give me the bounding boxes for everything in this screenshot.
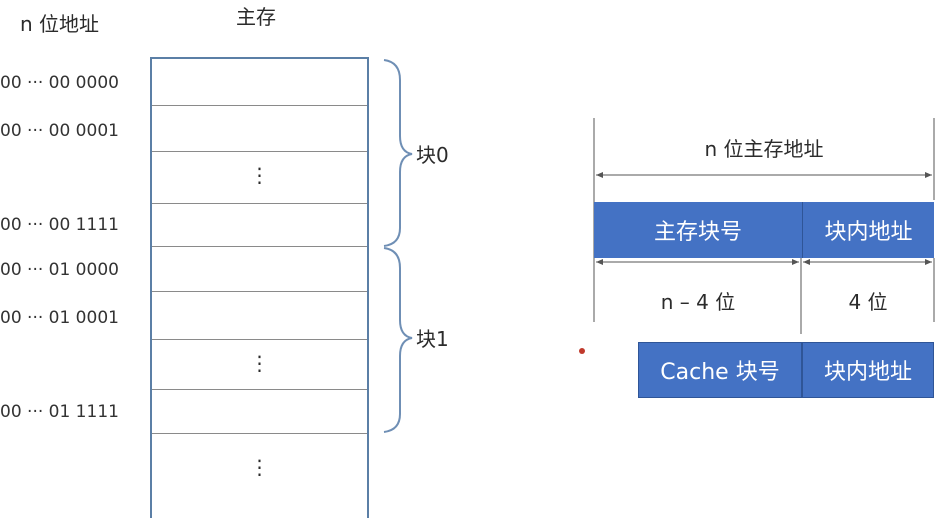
- high-bits-label: n – 4 位: [660, 290, 736, 314]
- arrow-head: [792, 259, 799, 265]
- low-bits-label: 4 位: [848, 290, 888, 314]
- memory-ellipsis: ⋮: [249, 455, 270, 479]
- block1-label: 块1: [416, 327, 449, 351]
- arrow-head: [803, 259, 810, 265]
- total-address-label: n 位主存地址: [704, 137, 824, 161]
- block0-label: 块0: [416, 143, 449, 167]
- address-label: 00 ··· 01 0001: [0, 308, 119, 328]
- main-memory-column: ⋮ ⋮ ⋮: [150, 57, 369, 518]
- address-label: 00 ··· 01 1111: [0, 402, 119, 422]
- in-block-address-field: 块内地址: [802, 202, 934, 258]
- memory-row-divider: [152, 339, 367, 340]
- memory-row-divider: [152, 389, 367, 390]
- address-header: n 位地址: [20, 12, 100, 36]
- memory-row-divider: [152, 433, 367, 434]
- memory-row-divider: [152, 203, 367, 204]
- address-label: 00 ··· 00 1111: [0, 215, 119, 235]
- address-label: 00 ··· 01 0000: [0, 260, 119, 280]
- memory-ellipsis: ⋮: [249, 351, 270, 375]
- main-block-number-field: 主存块号: [594, 202, 802, 258]
- block1-brace: [383, 247, 413, 433]
- arrow-head: [596, 172, 603, 178]
- cache-in-block-address-field: 块内地址: [802, 342, 934, 398]
- arrow-head: [925, 259, 932, 265]
- memory-row-divider: [152, 246, 367, 247]
- memory-ellipsis: ⋮: [249, 163, 270, 187]
- memory-row-divider: [152, 291, 367, 292]
- arrow-head: [925, 172, 932, 178]
- arrow-head: [596, 259, 603, 265]
- memory-row-divider: [152, 105, 367, 106]
- address-label: 00 ··· 00 0000: [0, 73, 119, 93]
- red-dot: [579, 348, 585, 354]
- block0-brace: [383, 59, 413, 247]
- memory-row-divider: [152, 151, 367, 152]
- memory-header: 主存: [236, 5, 276, 29]
- address-label: 00 ··· 00 0001: [0, 121, 119, 141]
- cache-block-number-field: Cache 块号: [638, 342, 802, 398]
